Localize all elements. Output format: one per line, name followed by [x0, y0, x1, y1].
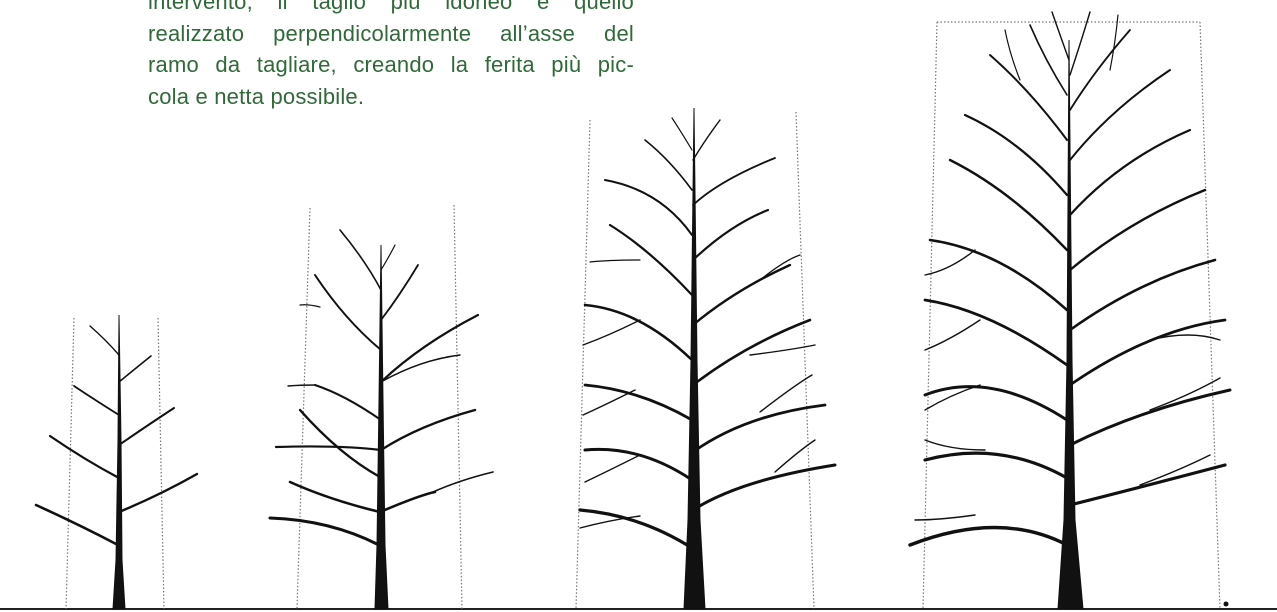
crown-guide-lines [296, 204, 463, 610]
paragraph-line-2: realizzato perpendicolarmente all’asse d… [148, 20, 634, 46]
paragraph-line-1: intervento, il taglio più idoneo è quell… [148, 0, 634, 14]
tree-trunk [1057, 39, 1084, 610]
tree-trunk [112, 314, 126, 610]
tree-branches [578, 117, 837, 550]
corner-dot [1223, 601, 1229, 607]
crown-guide-lines [575, 111, 815, 610]
paragraph-line-3: ramo da tagliare, creando la ferita più … [148, 52, 634, 77]
tree-stage-1 [34, 314, 199, 610]
tree-trunk [683, 107, 706, 610]
paragraph-line-4: cola e netta possibile. [148, 83, 365, 109]
tree-trunk [374, 244, 389, 610]
tree-branches [908, 11, 1232, 547]
pruning-text-paragraph: intervento, il taglio più idoneo è quell… [148, 0, 634, 112]
tree-stage-2 [268, 204, 494, 610]
crown-guide-lines [65, 317, 165, 610]
tree-stage-3 [575, 107, 837, 610]
tree-branches [34, 325, 199, 547]
tree-branches [268, 229, 494, 547]
tree-stage-4 [908, 11, 1232, 610]
